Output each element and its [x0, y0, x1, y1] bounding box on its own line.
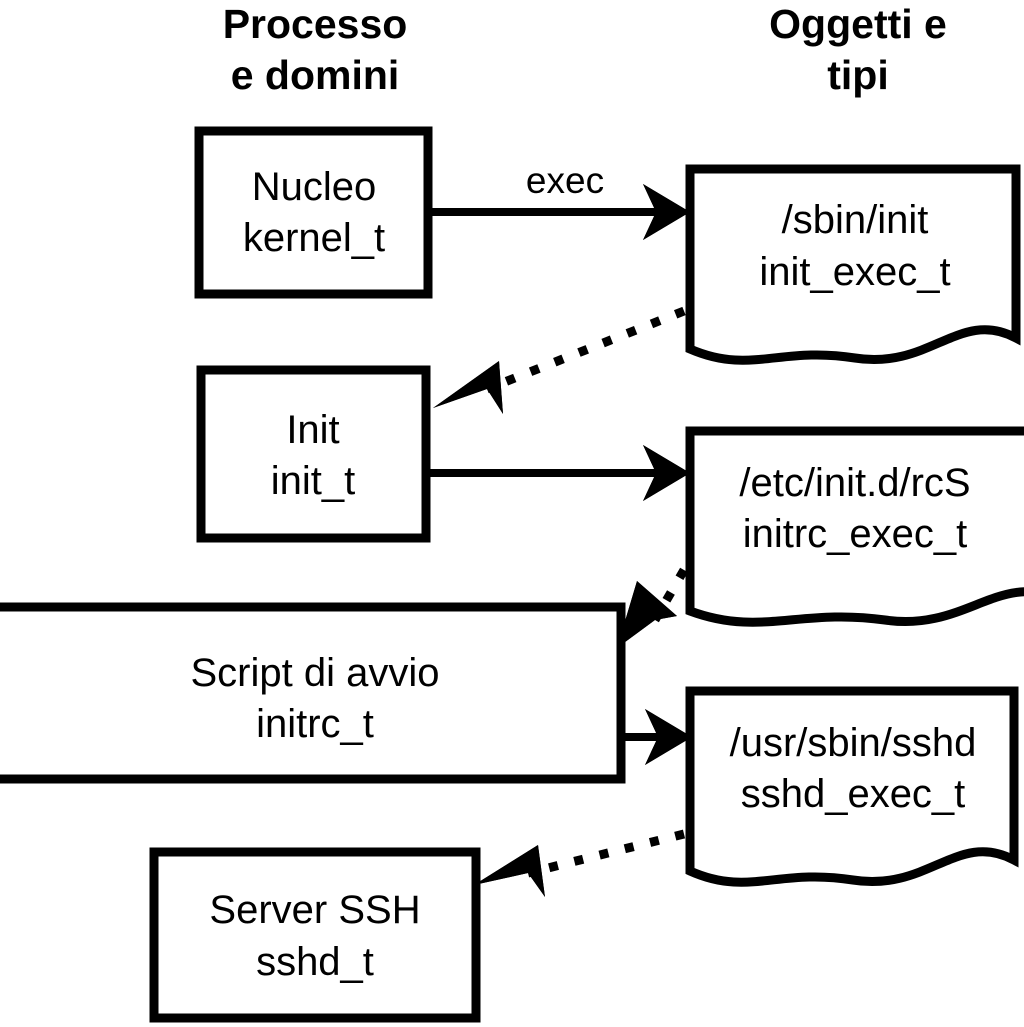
process-node-init-box[interactable]	[196, 365, 431, 543]
edge-init-exec-to-init	[433, 306, 686, 414]
edge-init-exec-to-init-line	[485, 306, 686, 394]
object-node-initrc-exec-line1: /etc/init.d/rcS	[739, 461, 970, 505]
object-node-sshd-exec[interactable]: /usr/sbin/sshd sshd_exec_t	[685, 686, 1019, 887]
overlay-arrowhead-kernel-to-init-exec	[643, 184, 690, 240]
process-node-init-line2: init_t	[271, 459, 356, 503]
process-node-init-line1: Init	[286, 408, 339, 452]
object-node-initrc-exec[interactable]: /etc/init.d/rcS initrc_exec_t	[685, 426, 1024, 627]
process-node-sshd-line2: sshd_t	[256, 940, 374, 984]
object-node-sshd-exec-line2: sshd_exec_t	[741, 772, 966, 816]
edge-label-exec: exec	[526, 160, 604, 201]
process-node-kernel-line1: Nucleo	[252, 165, 377, 209]
overlay-arrowhead-initrc-exec-to-initrc	[617, 581, 677, 648]
edge-initrc-exec-to-initrc-line	[651, 567, 688, 623]
process-node-kernel-box[interactable]	[194, 126, 433, 299]
object-node-sshd-exec-document-shape[interactable]	[685, 686, 1019, 887]
column-header-left-line2: e domini	[231, 52, 400, 98]
process-node-initrc-line2: initrc_t	[256, 702, 374, 746]
column-header-right: Oggetti e tipi	[769, 1, 947, 98]
overlay-arrowhead-init-exec-to-init	[433, 361, 503, 414]
process-node-sshd-line1: Server SSH	[209, 888, 420, 932]
process-node-kernel-line2: kernel_t	[243, 216, 385, 260]
column-header-left-line1: Processo	[223, 1, 408, 47]
process-node-initrc[interactable]: Script di avvio initrc_t	[0, 602, 626, 784]
object-node-sshd-exec-line1: /usr/sbin/sshd	[730, 721, 977, 765]
edge-sshd-exec-to-sshd-line	[526, 829, 686, 878]
process-node-initrc-line1: Script di avvio	[191, 651, 440, 695]
object-node-init-exec-document-shape[interactable]	[685, 164, 1021, 365]
overlay-arrowhead-init-to-initrc-exec	[643, 445, 690, 501]
object-node-init-exec-line2: init_exec_t	[759, 250, 950, 294]
column-header-right-line1: Oggetti e	[769, 1, 947, 47]
object-node-init-exec-line1: /sbin/init	[782, 198, 929, 242]
overlay-arrowhead-sshd-exec-to-sshd	[474, 845, 545, 897]
process-node-sshd-box[interactable]	[149, 847, 481, 1023]
process-node-initrc-box[interactable]	[0, 602, 626, 784]
column-header-left: Processo e domini	[223, 1, 408, 98]
overlay-arrowhead-initrc-to-sshd-exec	[645, 709, 692, 765]
arrowheads-overlay	[433, 184, 692, 897]
process-node-init[interactable]: Init init_t	[196, 365, 431, 543]
object-node-initrc-exec-document-shape[interactable]	[685, 426, 1024, 627]
process-node-sshd[interactable]: Server SSH sshd_t	[149, 847, 481, 1023]
process-node-kernel[interactable]: Nucleo kernel_t	[194, 126, 433, 299]
object-node-initrc-exec-line2: initrc_exec_t	[743, 512, 968, 556]
column-header-right-line2: tipi	[827, 52, 888, 98]
object-node-init-exec[interactable]: /sbin/init init_exec_t	[685, 164, 1021, 365]
